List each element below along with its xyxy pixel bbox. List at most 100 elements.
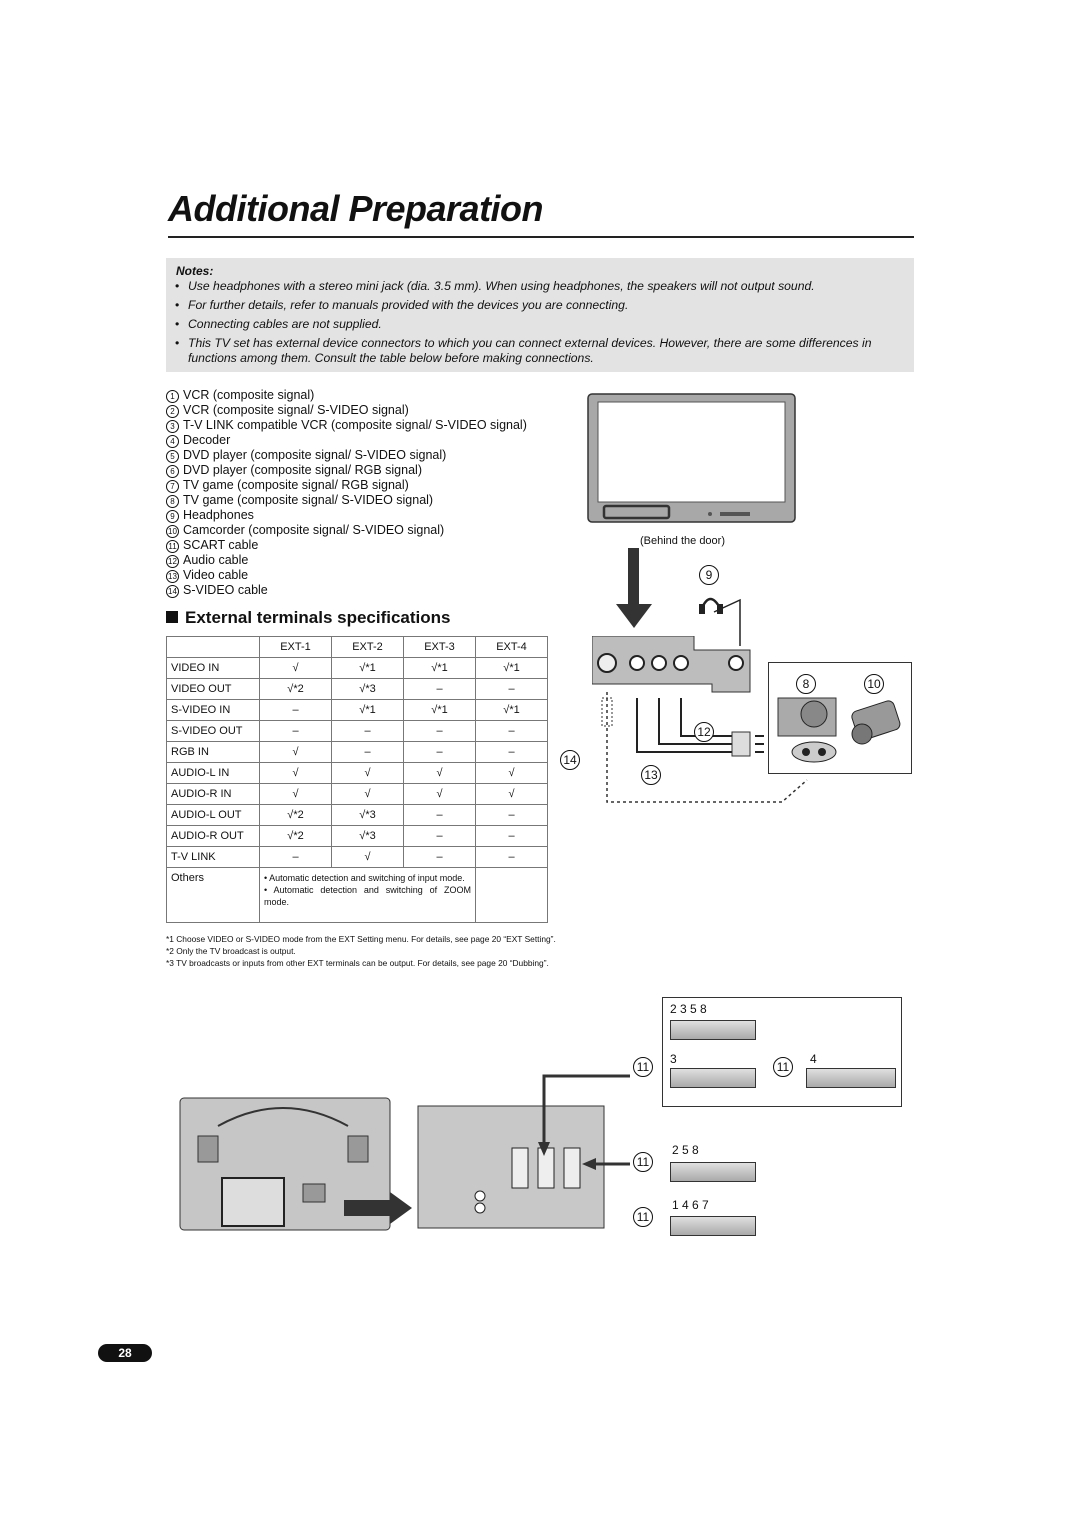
- column-header: EXT-4: [475, 636, 548, 658]
- table-cell: –: [331, 720, 404, 742]
- device-label: DVD player (composite signal/ RGB signal…: [183, 463, 422, 477]
- table-cell: √*1: [403, 699, 476, 721]
- door-highlight: [602, 504, 671, 520]
- device-label: DVD player (composite signal/ S-VIDEO si…: [183, 448, 447, 462]
- device-box: [670, 1162, 756, 1182]
- row-label: RGB IN: [166, 741, 260, 763]
- table-cell: –: [259, 699, 332, 721]
- game-camcorder-icon: [777, 697, 901, 763]
- table-cell: √*3: [331, 804, 404, 826]
- table-cell: –: [475, 720, 548, 742]
- table-row: VIDEO OUT√*2√*3––: [166, 678, 548, 700]
- table-row: T-V LINK–√––: [166, 846, 548, 868]
- device-box: [670, 1216, 756, 1236]
- scart-group-label: 3: [670, 1052, 677, 1066]
- scart-group-box: [662, 997, 902, 1107]
- table-cell: –: [259, 720, 332, 742]
- callout-camcorder: 10: [864, 674, 884, 694]
- callout-svideo-cable: 14: [560, 750, 580, 770]
- table-cell: √: [475, 762, 548, 784]
- table-cell: –: [403, 741, 476, 763]
- device-number: 8: [166, 495, 179, 508]
- row-label: AUDIO-R IN: [166, 783, 260, 805]
- table-cell: √*3: [331, 825, 404, 847]
- table-cell: –: [403, 825, 476, 847]
- table-row: S-VIDEO OUT––––: [166, 720, 548, 742]
- callout-game: 8: [796, 674, 816, 694]
- table-cell: √*2: [259, 804, 332, 826]
- callout-scart-cable: 11: [633, 1207, 653, 1227]
- table-cell: –: [475, 741, 548, 763]
- table-cell: √: [259, 762, 332, 784]
- footnote: *3 TV broadcasts or inputs from other EX…: [166, 958, 549, 968]
- device-number: 11: [166, 540, 179, 553]
- table-row: AUDIO-R OUT√*2√*3––: [166, 825, 548, 847]
- callout-video-cable: 13: [641, 765, 661, 785]
- table-cell: √: [403, 783, 476, 805]
- table-cell: √: [403, 762, 476, 784]
- note-item: Use headphones with a stereo mini jack (…: [174, 279, 912, 294]
- table-cell: √*3: [331, 678, 404, 700]
- table-cell: √: [259, 741, 332, 763]
- title-rule: [168, 236, 914, 238]
- device-box: [670, 1020, 756, 1040]
- device-label: VCR (composite signal): [183, 388, 315, 402]
- device-label: Audio cable: [183, 553, 249, 567]
- device-label: Headphones: [183, 508, 254, 522]
- row-label: VIDEO IN: [166, 657, 260, 679]
- device-number: 12: [166, 555, 179, 568]
- table-cell: –: [475, 804, 548, 826]
- table-cell: –: [403, 678, 476, 700]
- column-header: EXT-3: [403, 636, 476, 658]
- rear-terminal-panel: [417, 1105, 605, 1229]
- page-title: Additional Preparation: [168, 188, 544, 229]
- table-cell: –: [475, 678, 548, 700]
- device-number: 7: [166, 480, 179, 493]
- table-cell: –: [403, 720, 476, 742]
- table-cell: √: [331, 783, 404, 805]
- row-label: AUDIO-R OUT: [166, 825, 260, 847]
- table-cell: √*1: [475, 699, 548, 721]
- column-header: EXT-2: [331, 636, 404, 658]
- callout-scart-cable: 11: [773, 1057, 793, 1077]
- scart-arrows: [538, 1074, 630, 1170]
- callout-scart-cable: 11: [633, 1152, 653, 1172]
- front-terminal-panel: [592, 636, 751, 693]
- notes-list: Use headphones with a stereo mini jack (…: [174, 279, 912, 370]
- device-number: 14: [166, 585, 179, 598]
- device-number: 4: [166, 435, 179, 448]
- callout-headphones: 9: [699, 565, 719, 585]
- scart-group-label: 2 3 5 8: [670, 1002, 707, 1016]
- table-header-row: EXT-1 EXT-2 EXT-3 EXT-4: [166, 636, 548, 658]
- tv-front-illustration: [587, 393, 796, 523]
- down-arrow-icon: [616, 548, 652, 628]
- device-number: 9: [166, 510, 179, 523]
- table-cell: √*1: [475, 657, 548, 679]
- footnote: *2 Only the TV broadcast is output.: [166, 946, 296, 956]
- others-item-text: Automatic detection and switching of inp…: [269, 873, 465, 883]
- device-label: Decoder: [183, 433, 231, 447]
- row-label: S-VIDEO OUT: [166, 720, 260, 742]
- device-box: [806, 1068, 896, 1088]
- callout-audio-cable: 12: [694, 722, 714, 742]
- spec-table: EXT-1 EXT-2 EXT-3 EXT-4 VIDEO IN√√*1√*1√…: [166, 636, 548, 923]
- footnotes: *1 Choose VIDEO or S-VIDEO mode from the…: [166, 933, 686, 969]
- table-row: VIDEO IN√√*1√*1√*1: [166, 657, 548, 679]
- device-item: 4 Decoder: [166, 433, 566, 448]
- others-item: • Automatic detection and switching of i…: [264, 873, 465, 883]
- scart-group-label: 4: [810, 1052, 817, 1066]
- table-row: AUDIO-R IN√√√√: [166, 783, 548, 805]
- table-cell: –: [403, 804, 476, 826]
- table-cell: √: [259, 657, 332, 679]
- cable-diagram: [601, 692, 808, 803]
- note-item: This TV set has external device connecto…: [174, 336, 912, 366]
- table-cell: √*1: [331, 699, 404, 721]
- device-label: Video cable: [183, 568, 249, 582]
